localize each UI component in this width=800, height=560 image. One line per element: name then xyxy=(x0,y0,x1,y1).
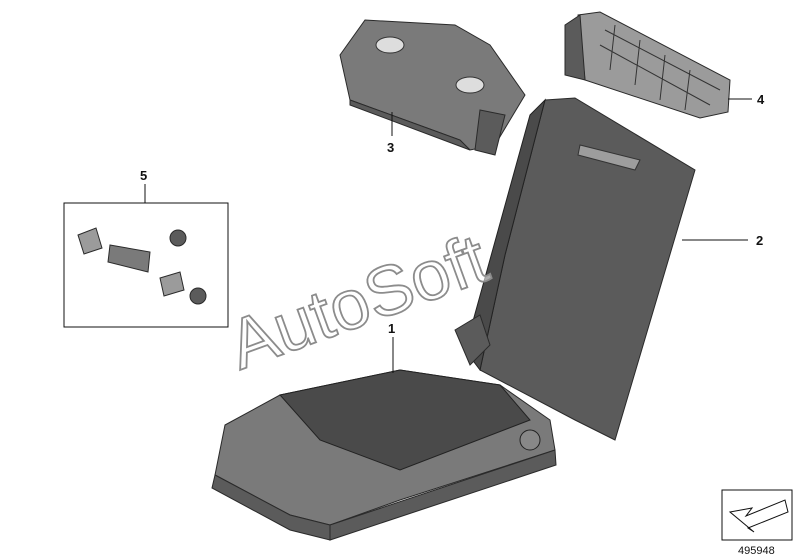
arrow-icon xyxy=(721,489,793,541)
diagram-number: 495948 xyxy=(738,545,775,557)
part-1-base[interactable] xyxy=(211,369,557,541)
part-5-frame xyxy=(63,202,229,328)
callout-4[interactable]: 4 xyxy=(757,92,765,107)
part-3-cover[interactable] xyxy=(339,19,526,156)
part-5-kit[interactable] xyxy=(63,202,229,328)
callout-3[interactable]: 3 xyxy=(387,140,394,155)
callout-2[interactable]: 2 xyxy=(756,233,763,248)
callout-1[interactable]: 1 xyxy=(388,321,395,336)
part-2-lid[interactable] xyxy=(454,97,696,441)
callout-5[interactable]: 5 xyxy=(140,168,147,183)
part-4-carrier[interactable] xyxy=(564,11,731,119)
watermark-text: AutoSoft xyxy=(218,219,497,384)
